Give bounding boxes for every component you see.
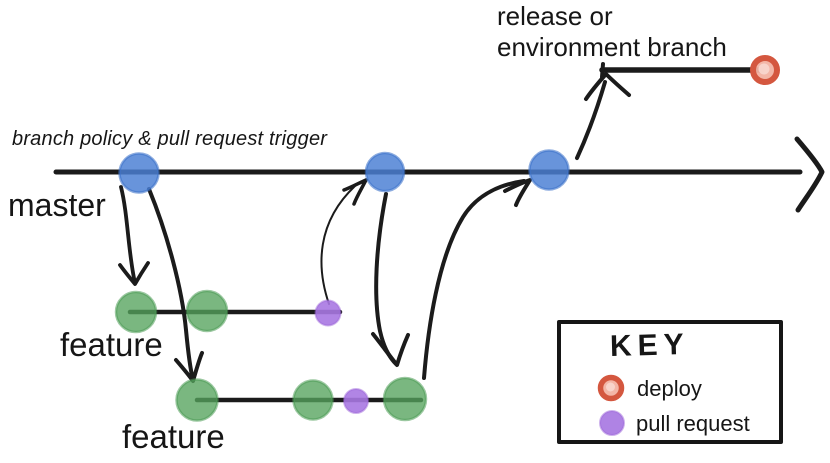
key-box: KEY deploy pull request — [557, 320, 783, 444]
arrow-master3-to-release-head-icon — [584, 72, 631, 101]
feature1-pull-request-dot — [314, 299, 342, 327]
deploy-dot-icon-highlight — [606, 382, 615, 392]
commit-dots — [114, 55, 780, 422]
branch-policy-trigger-note: branch policy & pull request trigger — [12, 128, 328, 150]
feature1-commit-1 — [114, 290, 158, 334]
arrow-pullrequest-to-master — [320, 185, 356, 305]
master-commit-3 — [528, 149, 570, 191]
master-branch-label: master — [8, 187, 106, 223]
arrow-master2-to-feature2-head-icon — [371, 332, 410, 367]
release-line-end-tick — [600, 62, 605, 79]
feature2-commit-2 — [292, 379, 334, 421]
feature1-commit-2 — [185, 289, 229, 333]
feature1-branch-label: feature — [60, 326, 163, 363]
master-arrowhead-icon — [794, 136, 825, 213]
release-branch-label-line1: release or — [497, 1, 613, 31]
feature2-commit-1 — [175, 378, 219, 422]
arrow-master-to-feature1-head-icon — [118, 261, 150, 286]
arrow-master-to-feature2 — [147, 187, 195, 382]
key-title: KEY — [609, 327, 691, 364]
deploy-dot-icon — [597, 374, 625, 402]
release-branch-label-line2: environment branch — [497, 32, 727, 62]
master-commit-2 — [364, 151, 406, 193]
pull-request-dot-icon-circle — [599, 410, 625, 436]
pull-request-dot-icon — [599, 410, 625, 436]
master-commit-1 — [118, 152, 160, 194]
arrow-pullrequest-to-master-head-icon — [342, 178, 368, 206]
key-item-label-deploy: deploy — [637, 376, 702, 401]
arrow-feature2-to-master3 — [422, 179, 526, 380]
key-item-label-pull-request: pull request — [636, 411, 750, 436]
arrow-master2-to-feature2 — [374, 192, 398, 366]
arrow-master3-to-release — [575, 80, 607, 160]
release-deploy-dot-highlight — [758, 63, 770, 75]
feature2-commit-3 — [382, 376, 428, 422]
release-branch-label: release or environment branch — [497, 1, 727, 63]
arrow-master-to-feature1 — [119, 185, 137, 285]
feature2-pull-request-dot — [343, 388, 369, 414]
feature2-branch-label: feature — [122, 418, 225, 455]
arrow-feature2-to-master3-head-icon — [503, 178, 532, 207]
